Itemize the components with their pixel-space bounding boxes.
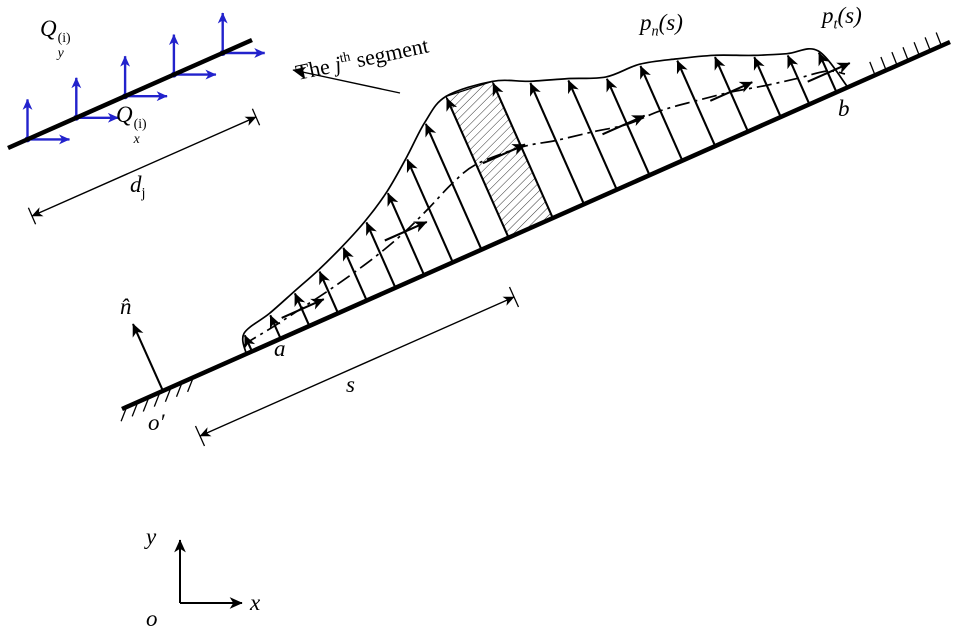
tangential-load-arrow [482, 143, 526, 165]
s-dimension-line [199, 296, 515, 437]
normal-load-arrow [386, 192, 426, 276]
s-tick-right [508, 286, 520, 308]
normal-load-arrow [786, 54, 811, 106]
normal-load-arrow [753, 56, 782, 119]
normal-load-arrow [342, 247, 368, 302]
tangential-load-arrow [807, 62, 851, 83]
tangential-load-arrow [281, 298, 325, 319]
load-envelope-curve [241, 47, 849, 355]
tangential-load-arrow [709, 81, 753, 102]
label-y-axis: y [146, 524, 157, 549]
normal-load-arrow [424, 123, 483, 251]
label-o-prime: o′ [148, 410, 165, 435]
label-qy: Q(i)y [40, 16, 71, 60]
normal-load-arrow [445, 97, 510, 239]
tangential-load-arrow [602, 114, 646, 136]
label-point-a: a [274, 336, 286, 361]
label-origin: o [146, 606, 158, 631]
label-point-b: b [838, 96, 850, 121]
segment-pointer-arrow [292, 66, 401, 94]
normal-load-arrow [605, 78, 651, 177]
normal-load-arrow [639, 65, 684, 162]
dj-tick-right [251, 108, 261, 126]
normal-load-arrow [676, 60, 717, 148]
dj-tick-left [27, 207, 37, 225]
label-pn: pn(s) [640, 10, 683, 40]
label-s: s [346, 372, 355, 397]
s-tick-left [194, 425, 206, 447]
label-qx: Q(i)x [116, 102, 147, 146]
label-n-hat: n̂ [120, 294, 132, 319]
normal-unit-vector-arrow [132, 323, 164, 392]
normal-load-arrow [318, 271, 340, 315]
label-x-axis: x [250, 590, 261, 615]
dj-dimension-line [31, 116, 257, 217]
label-dj: dj [130, 172, 146, 202]
normal-load-arrow [529, 82, 586, 206]
normal-load-arrow [406, 158, 454, 264]
tangential-load-arrow [384, 220, 428, 242]
normal-load-arrow [567, 79, 618, 191]
normal-load-arrow [365, 221, 397, 289]
normal-load-arrow [714, 56, 750, 133]
generated-geometry [22, 12, 943, 422]
label-pt: pt(s) [822, 3, 862, 33]
